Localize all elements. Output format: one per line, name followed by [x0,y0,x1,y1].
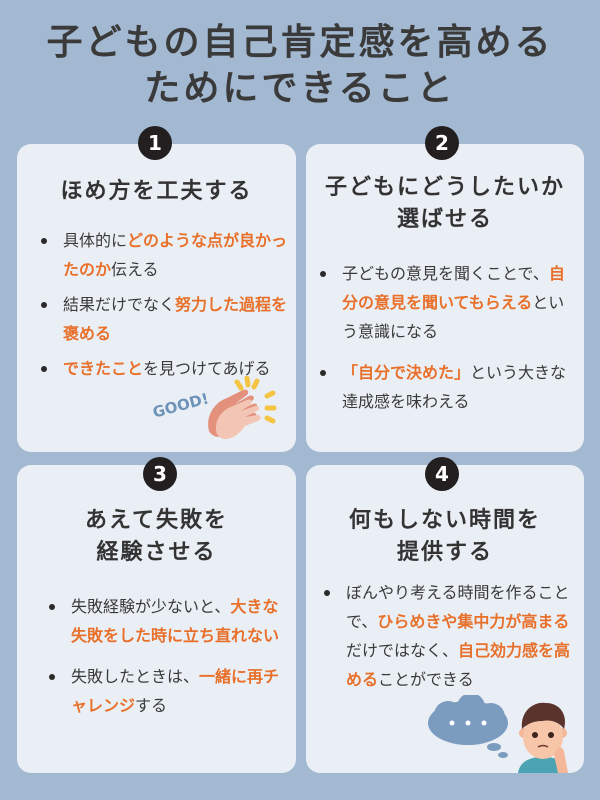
card-experience-failure: あえて失敗を 経験させる 失敗経験が少ないと、大きな失敗をした時に立ち直れない … [17,465,296,773]
page-title: 子どもの自己肯定感を高める ためにできること [0,20,600,112]
body-text: という意識になる [342,293,565,341]
card-title-line: 経験させる [96,540,217,565]
card-title-line: 選ばせる [396,207,493,232]
body-text: 具体的に [63,231,128,250]
body-text: を見つけてあげる [143,359,271,378]
body-text: という大きな達成感を味わえる [342,363,567,411]
card-praise: ほめ方を工夫する 具体的にどのような点が良かったのか伝える 結果だけでなく努力し… [17,144,296,452]
body-text: 失敗経験が少ないと、 [71,597,231,616]
thinking-child-icon [518,702,568,773]
card-free-time: 何もしない時間を 提供する ぼんやり考える時間を作ることで、ひらめきや集中力が高… [306,465,584,773]
good-clap-illustration: GOOD! [147,375,287,451]
body-text: 失敗したときは、 [71,667,200,686]
title-line-1: 子どもの自己肯定感を高める [46,22,554,63]
card-list: 失敗経験が少ないと、大きな失敗をした時に立ち直れない 失敗したときは、一緒に再チ… [47,592,292,726]
number-badge: 1 [138,126,172,160]
highlight-text: できたこと [63,359,144,378]
number-badge: 3 [143,457,177,491]
list-item: 結果だけでなく努力した過程を褒める [39,290,289,348]
list-item: 子どもの意見を聞くことで、自分の意見を聞いてもらえるという意識になる [318,259,580,346]
card-title-line: 子どもにどうしたいか [324,175,565,200]
number-badge: 2 [425,126,459,160]
body-text: 子どもの意見を聞くことで、 [342,264,549,283]
body-text: する [135,696,168,715]
thought-bubble-icon [428,693,508,758]
highlight-text: 自分の意見を聞いてもらえる [342,264,565,312]
list-item: 失敗したときは、一緒に再チャレンジする [47,662,292,720]
body-text: だけではなく、 [346,641,459,660]
body-text: ぼんやり考える時間を作ることで、 [346,583,570,631]
card-title: あえて失敗を 経験させる [17,505,296,569]
card-title: 何もしない時間を 提供する [306,505,584,569]
highlight-text: 一緒に再チャレンジ [71,667,280,715]
highlight-text: 努力した過程を褒める [63,295,288,343]
highlight-text: 「自分で決めた」 [342,363,471,382]
title-line-2: ためにできること [144,68,456,109]
card-title: ほめ方を工夫する [17,176,296,208]
highlight-text: 自己効力感を高める [346,641,571,689]
body-text: 結果だけでなく [63,295,176,314]
list-item: 失敗経験が少ないと、大きな失敗をした時に立ち直れない [47,592,292,650]
sparkle-icon [234,375,277,424]
list-item: できたことを見つけてあげる [39,354,289,383]
thinking-illustration [426,693,584,773]
good-text-icon: GOOD! [151,389,211,421]
highlight-text: 大きな失敗をした時に立ち直れない [71,597,280,645]
card-list: 具体的にどのような点が良かったのか伝える 結果だけでなく努力した過程を褒める で… [39,226,289,389]
card-list: 子どもの意見を聞くことで、自分の意見を聞いてもらえるという意識になる 「自分で決… [318,259,580,422]
card-title: 子どもにどうしたいか 選ばせる [306,172,584,236]
card-title-line: 提供する [396,540,493,565]
number-badge: 4 [425,457,459,491]
body-text: ことができる [378,670,474,689]
list-item: 具体的にどのような点が良かったのか伝える [39,226,289,284]
highlight-text: ひらめきや集中力が高まる [377,612,570,631]
body-text: 伝える [111,260,159,279]
clapping-hand-icon [208,389,261,440]
list-item: ぼんやり考える時間を作ることで、ひらめきや集中力が高まるだけではなく、自己効力感… [322,578,578,694]
card-title-line: ほめ方を工夫する [60,179,253,204]
card-title-line: あえて失敗を [85,508,228,533]
highlight-text: どのような点が良かったのか [63,231,288,279]
card-let-choose: 子どもにどうしたいか 選ばせる 子どもの意見を聞くことで、自分の意見を聞いてもら… [306,144,584,452]
list-item: 「自分で決めた」という大きな達成感を味わえる [318,358,580,416]
card-title-line: 何もしない時間を [348,508,541,533]
card-list: ぼんやり考える時間を作ることで、ひらめきや集中力が高まるだけではなく、自己効力感… [322,578,578,700]
